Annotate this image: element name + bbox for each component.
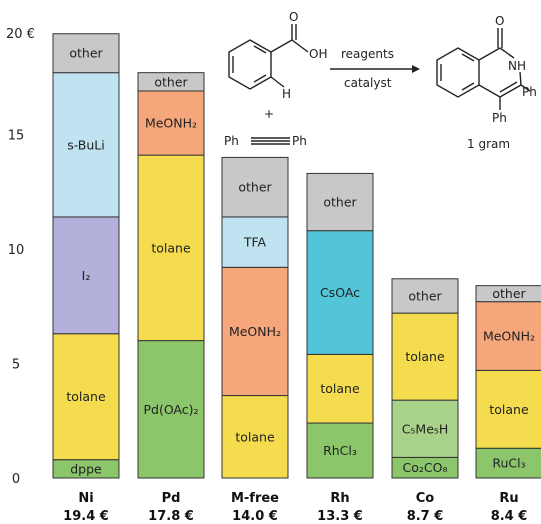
segment-label: tolane — [66, 389, 106, 404]
y-tick-label: 10 — [8, 243, 25, 258]
bar-segment — [391, 312, 459, 401]
bar-stack-ru: RuCl₃ tolane MeONH₂ other — [475, 285, 541, 479]
category-label: Ni — [78, 491, 93, 506]
alkyne-ph-right: Ph — [292, 134, 307, 148]
bar-segment — [137, 340, 205, 479]
segment-label: TFA — [243, 235, 267, 250]
segment-label: other — [323, 195, 357, 210]
total-cost-label: 14.0 € — [232, 509, 278, 524]
segment-label: MeONH₂ — [483, 329, 535, 344]
category-label: Pd — [162, 491, 181, 506]
y-tick-label: 5 — [12, 358, 20, 373]
segment-label: tolane — [405, 349, 445, 364]
bar-segment — [391, 278, 459, 314]
bar-stack-co: Co₂CO₈ C₅Me₅H tolane other — [391, 278, 459, 479]
y-tick-label: 0 — [12, 472, 20, 487]
bar-segment — [52, 33, 120, 74]
ortho-h-label: H — [282, 87, 291, 101]
segment-label: dppe — [70, 461, 102, 476]
hydroxyl-label: OH — [309, 47, 327, 61]
segment-label: C₅Me₅H — [402, 421, 449, 436]
bar-segment — [221, 156, 289, 218]
x-axis-labels: Ni 19.4 € Pd 17.8 € M-free 14.0 € Rh 13.3 € Co 8.… — [63, 491, 527, 524]
bar-stack-ni: dppe tolane I₂ s-BuLi other — [52, 33, 120, 479]
bar-stack-m-free: tolane MeONH₂ TFA other — [221, 156, 289, 479]
bar-segment — [391, 399, 459, 458]
amount-label: 1 gram — [467, 137, 510, 151]
bar-segment — [475, 369, 541, 449]
segment-label: other — [492, 286, 526, 301]
catalyst-label: catalyst — [344, 76, 392, 90]
y-tick-label: 15 — [8, 129, 25, 144]
segment-label: other — [238, 180, 272, 195]
bar-segment — [221, 216, 289, 268]
segment-label: RuCl₃ — [492, 456, 525, 471]
product-benzene-ring — [436, 47, 480, 98]
y-axis-top-label: 20 € — [6, 27, 35, 42]
bar-stack-pd: Pd(OAc)₂ tolane MeONH₂ other — [137, 72, 205, 479]
product-ph-2: Ph — [492, 111, 507, 125]
product-carbonyl-o: O — [495, 14, 504, 28]
bar-segment — [137, 72, 205, 92]
bar-segment — [137, 154, 205, 342]
total-cost-label: 17.8 € — [148, 509, 194, 524]
product-ph-1: Ph — [522, 85, 537, 99]
benzene-ring — [228, 39, 272, 90]
total-cost-label: 13.3 € — [317, 509, 363, 524]
segment-label: MeONH₂ — [145, 116, 197, 131]
reagents-label: reagents — [341, 47, 394, 61]
segment-label: other — [408, 288, 442, 303]
bar-segment — [475, 285, 541, 303]
bar-segment — [221, 266, 289, 397]
reaction-scheme-text: O OH H + Ph Ph reagents catalyst O NH Ph… — [224, 10, 537, 151]
bars: dppetolaneI₂s-BuLiotherPd(OAc)₂tolaneMeO… — [52, 33, 541, 479]
segment-label: MeONH₂ — [229, 324, 281, 339]
bar-stack-rh: RhCl₃ tolane CsOAc other — [306, 172, 374, 479]
bar-segment — [137, 90, 205, 156]
bar-segment — [52, 333, 120, 461]
segment-label: tolane — [235, 429, 275, 444]
segment-label: other — [154, 74, 188, 89]
plus-sign: + — [264, 107, 274, 121]
bar-segment — [306, 230, 374, 355]
bar-segment — [306, 422, 374, 479]
y-axis: 0 5 10 15 20 € — [6, 27, 35, 487]
bar-segment — [52, 72, 120, 218]
segment-label: Pd(OAc)₂ — [143, 402, 198, 417]
total-cost-label: 8.4 € — [491, 509, 528, 524]
segment-label: CsOAc — [320, 285, 360, 300]
total-cost-label: 19.4 € — [63, 509, 109, 524]
bar-segment — [306, 353, 374, 424]
bar-segment — [306, 172, 374, 232]
segment-label: I₂ — [82, 268, 91, 283]
segment-label: tolane — [489, 402, 529, 417]
segment-label: s-BuLi — [67, 137, 105, 152]
category-label: Co — [416, 491, 435, 506]
category-label: M-free — [231, 491, 279, 506]
category-label: Ru — [499, 491, 518, 506]
category-label: Rh — [330, 491, 349, 506]
segment-label: Co₂CO₈ — [403, 460, 448, 475]
acid-carbonyl-o: O — [289, 10, 298, 24]
segment-label: RhCl₃ — [323, 443, 357, 458]
bar-segment — [475, 301, 541, 371]
bar-segment — [221, 395, 289, 479]
segment-label: tolane — [320, 381, 360, 396]
segment-label: tolane — [151, 240, 191, 255]
alkyne-ph-left: Ph — [224, 134, 239, 148]
nh-label: NH — [508, 59, 526, 73]
total-cost-label: 8.7 € — [407, 509, 444, 524]
segment-label: other — [69, 46, 103, 61]
reaction-scheme — [228, 24, 531, 145]
